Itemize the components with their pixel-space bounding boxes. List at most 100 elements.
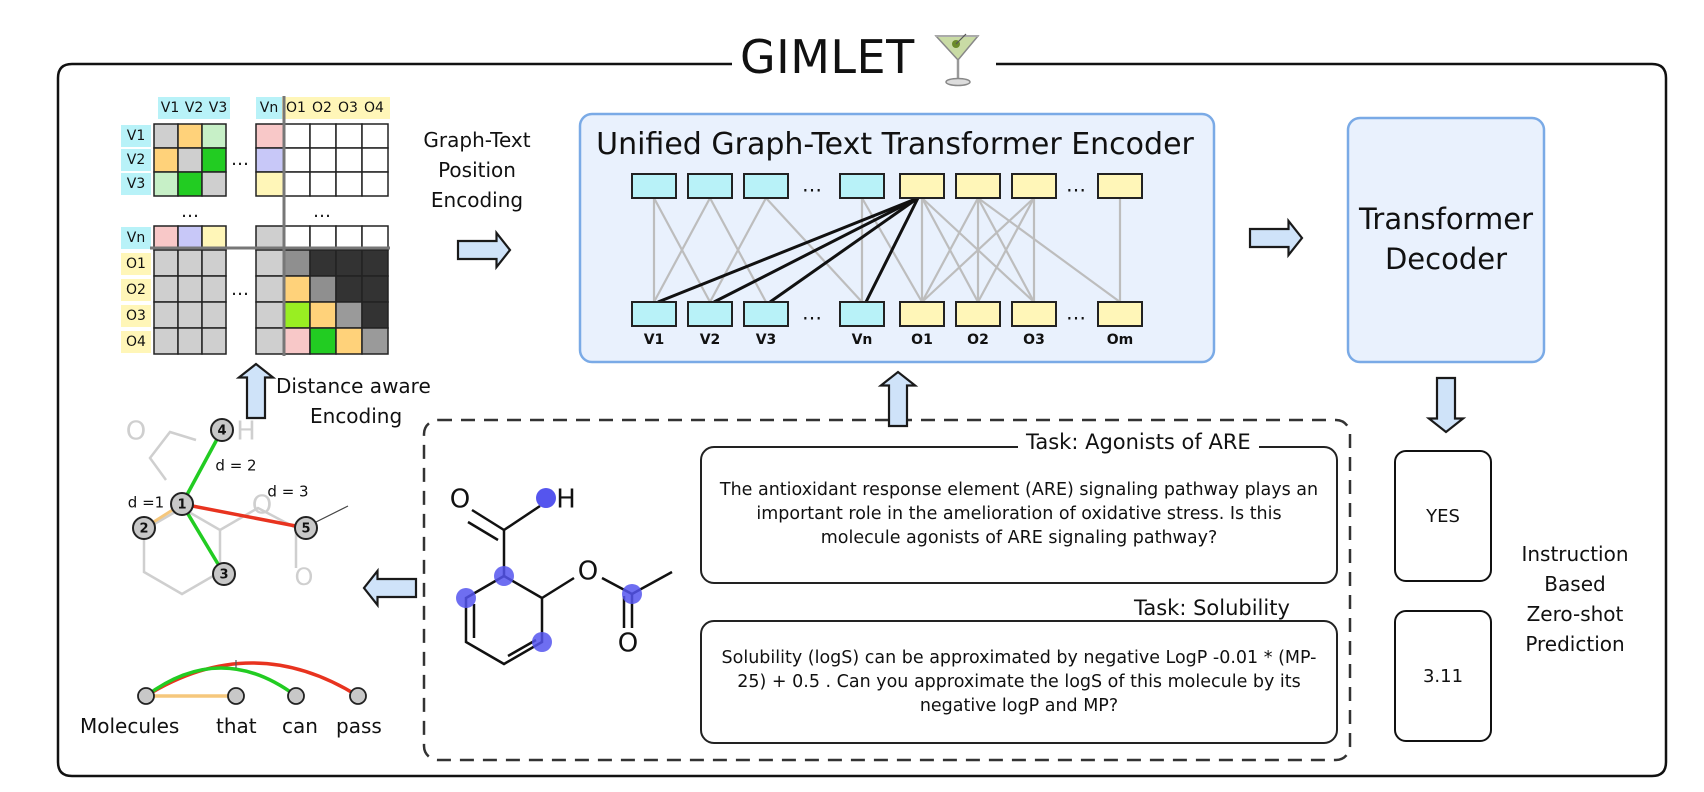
martini-glass-icon [932, 32, 982, 88]
encoder-edge-attention [713, 196, 919, 304]
matrix-top-header: O3 [338, 100, 358, 116]
molecule-atom-highlight [536, 488, 556, 508]
position-encoding-label-3: Encoding [430, 188, 524, 212]
matrix-top-header: Vn [260, 100, 278, 116]
encoder-edge-gray [977, 197, 1121, 303]
matrix-cell [177, 171, 203, 197]
graph-node [170, 492, 194, 516]
matrix-cell [283, 171, 311, 197]
faded-atom-o2: O [252, 491, 272, 521]
molecule-atom-o3: O [618, 629, 638, 659]
sentence-word-node [287, 687, 305, 705]
sentence-arc-green [144, 666, 298, 698]
matrix-cell [177, 123, 203, 149]
encoder-top-token [743, 173, 789, 199]
sentence-word-4: pass [336, 714, 382, 738]
matrix-cell [335, 147, 363, 173]
molecule-bond-double [467, 520, 499, 542]
encoder-top-token [1011, 173, 1057, 199]
matrix-top-header: V2 [185, 100, 203, 116]
matrix-cell [361, 225, 389, 251]
task-title-solubility: Task: Solubility [1126, 596, 1298, 620]
matrix-top-header: O4 [364, 100, 384, 116]
encoder-top-token [955, 173, 1001, 199]
matrix-cell [201, 225, 227, 251]
matrix-cell [153, 171, 179, 197]
matrix-cell [309, 275, 337, 303]
molecule-bond [541, 576, 575, 600]
matrix-cell [309, 327, 337, 355]
matrix-cell [335, 275, 363, 303]
graph-node [132, 516, 156, 540]
encoder-top-ellipsis-2: … [1066, 173, 1086, 197]
matrix-row-header: V2 [127, 152, 145, 168]
graph-edge-d2 [180, 429, 224, 505]
encoder-token-label: Vn [852, 332, 873, 348]
matrix-header-bg [282, 97, 390, 119]
matrix-ellipsis: … [231, 279, 249, 300]
matrix-cell [283, 225, 311, 251]
sentence-arc-red [145, 661, 359, 698]
matrix-cell [335, 123, 363, 149]
graph-node [294, 516, 318, 540]
matrix-cell [177, 275, 203, 303]
matrix-cell [201, 171, 227, 197]
faded-atom-h: H [236, 417, 256, 447]
matrix-row-header: V1 [127, 128, 145, 144]
task-title-agonists: Task: Agonists of ARE [1018, 430, 1259, 454]
molecule-atom-highlight [494, 566, 514, 586]
molecule-ring [464, 574, 544, 666]
matrix-ellipsis: … [313, 201, 331, 222]
matrix-cell [201, 327, 227, 355]
encoder-edge-gray [709, 197, 767, 303]
matrix-cell [201, 147, 227, 173]
matrix-cell [255, 147, 285, 173]
matrix-top-header: V1 [161, 100, 179, 116]
matrix-cell [177, 225, 203, 251]
graph-node [210, 418, 234, 442]
matrix-cell [153, 147, 179, 173]
matrix-cell [309, 171, 337, 197]
matrix-cell [201, 301, 227, 329]
distance-encoding-label-2: Encoding [310, 404, 403, 428]
molecule-atom-o: O [450, 485, 470, 515]
matrix-cell [201, 249, 227, 277]
encoder-bottom-token [899, 301, 945, 327]
graph-node-label: 5 [301, 522, 310, 537]
matrix-ellipsis: … [231, 149, 249, 170]
matrix-top-header: V3 [209, 100, 227, 116]
matrix-row-header-bg [121, 279, 151, 301]
distance-label-3: d = 3 [267, 483, 308, 501]
matrix-cell [283, 327, 311, 355]
encoder-token-label: V2 [700, 332, 721, 348]
matrix-cell [283, 123, 311, 149]
matrix-cell [309, 147, 337, 173]
sentence-word-node [137, 687, 155, 705]
sentence-word-2: that [216, 714, 257, 738]
matrix-row-header-bg [121, 331, 151, 353]
faded-bond [148, 430, 197, 481]
arrow-to-graph [362, 567, 418, 609]
encoder-bottom-token [1097, 301, 1143, 327]
encoder-bottom-token [687, 301, 733, 327]
matrix-cell [153, 327, 179, 355]
matrix-cell [361, 301, 389, 329]
matrix-cell [335, 171, 363, 197]
matrix-header-bg [256, 97, 282, 119]
encoder-edge-attention [657, 196, 919, 304]
matrix-cell [283, 301, 311, 329]
matrix-top-header: O2 [312, 100, 332, 116]
matrix-cell [153, 225, 179, 251]
output-box-value: 3.11 [1394, 610, 1492, 742]
arrow-to-matrix [235, 362, 277, 420]
encoder-token-label: V3 [756, 332, 777, 348]
matrix-cell [309, 225, 337, 251]
arrow-to-output [1425, 376, 1467, 434]
distance-label-1: d =1 [128, 494, 164, 512]
encoder-edge-gray [921, 197, 979, 303]
graph-edge-d2b [180, 503, 226, 575]
task-text-agonists: The antioxidant response element (ARE) s… [719, 480, 1319, 548]
matrix-cell [201, 275, 227, 303]
output-box-yes: YES [1394, 450, 1492, 582]
